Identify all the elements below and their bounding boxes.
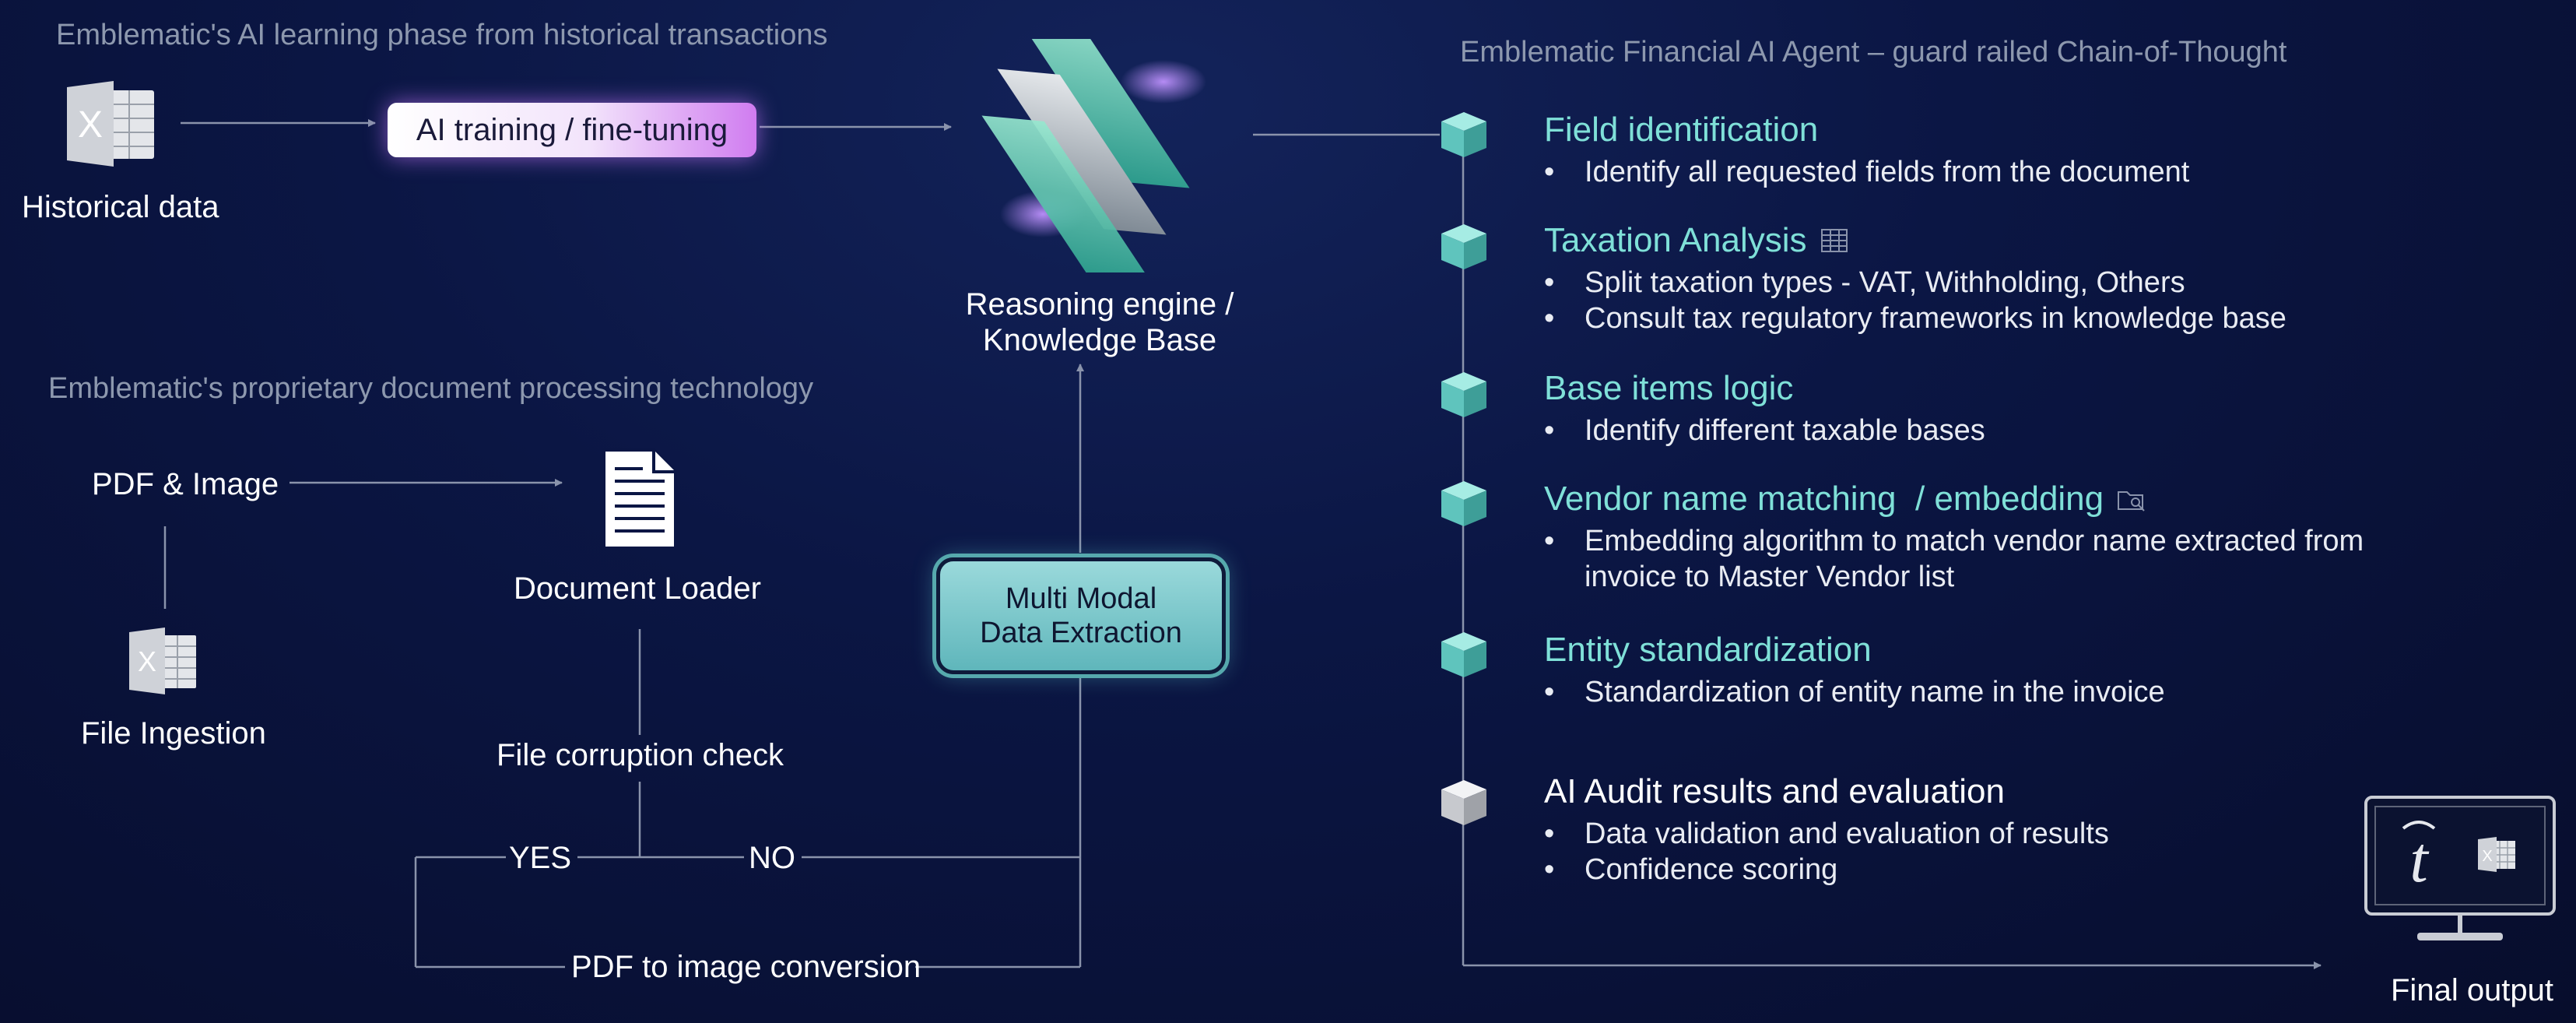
step-bullet: Data validation and evaluation of result… [1544, 816, 2441, 852]
cube-icon-step-4 [1441, 481, 1486, 526]
learning-section-title: Emblematic's AI learning phase from hist… [56, 19, 828, 51]
svg-text:t: t [2409, 824, 2430, 896]
step-bullet: Identify different taxable bases [1544, 413, 2441, 448]
agent-step-1: Field identification Identify all reques… [1544, 111, 2441, 190]
yes-label: YES [509, 841, 572, 875]
multimodal-extraction-box[interactable]: Multi Modal Data Extraction [936, 557, 1226, 674]
historical-data-label: Historical data [22, 190, 219, 224]
monitor-icon: t X [2364, 796, 2556, 940]
agent-step-3: Base items logic Identify different taxa… [1544, 369, 2441, 448]
ai-training-label: AI training / fine-tuning [416, 112, 728, 147]
file-ingestion-label: File Ingestion [81, 716, 266, 751]
step-bullet: Identify all requested fields from the d… [1544, 154, 2441, 190]
agent-section-title: Emblematic Financial AI Agent – guard ra… [1460, 36, 2287, 69]
cube-icon-step-2 [1441, 224, 1486, 269]
step-bullet: Split taxation types - VAT, Withholding,… [1544, 265, 2441, 301]
corruption-check-label: File corruption check [497, 738, 784, 772]
table-icon [1820, 229, 1848, 252]
step-title: Base items logic [1544, 369, 1794, 407]
agent-step-2: Taxation Analysis Split taxation types -… [1544, 221, 2441, 336]
step-title: Entity standardization [1544, 631, 1872, 669]
svg-text:X: X [138, 645, 156, 677]
final-output-label: Final output [2391, 973, 2554, 1007]
reasoning-label-line2: Knowledge Base [982, 323, 1217, 357]
file-ingestion-excel-icon: X [129, 628, 196, 694]
reasoning-label-line1: Reasoning engine / [965, 287, 1234, 322]
step-title: AI Audit results and evaluation [1544, 772, 2005, 810]
cube-icon-step-6 [1441, 780, 1486, 825]
pdf-conversion-label: PDF to image conversion [571, 950, 921, 984]
document-loader-label: Document Loader [514, 571, 761, 606]
step-title: Field identification [1544, 111, 1819, 149]
step-bullet: Embedding algorithm to match vendor name… [1544, 523, 2386, 595]
multimodal-line2: Data Extraction [980, 617, 1182, 649]
excel-icon: X [67, 81, 154, 167]
cube-icon-step-1 [1441, 112, 1486, 157]
step-bullet: Consult tax regulatory frameworks in kno… [1544, 301, 2441, 336]
reasoning-engine-icon [981, 39, 1206, 272]
reasoning-engine-label: Reasoning engine / Knowledge Base [956, 287, 1244, 358]
folder-search-icon [2118, 491, 2145, 512]
document-icon [602, 448, 677, 550]
multimodal-line1: Multi Modal [1005, 582, 1157, 615]
step-bullet: Confidence scoring [1544, 852, 2441, 888]
processing-section-title: Emblematic's proprietary document proces… [48, 372, 814, 405]
step-bullet: Standardization of entity name in the in… [1544, 674, 2441, 710]
svg-text:X: X [78, 104, 103, 146]
agent-step-5: Entity standardization Standardization o… [1544, 631, 2441, 710]
svg-text:X: X [2482, 848, 2492, 865]
agent-step-6: AI Audit results and evaluation Data val… [1544, 772, 2441, 888]
cube-icon-step-3 [1441, 372, 1486, 417]
cube-icon-step-5 [1441, 632, 1486, 677]
agent-step-4: Vendor name matching / embedding Embeddi… [1544, 480, 2386, 595]
step-title: Taxation Analysis [1544, 221, 1807, 259]
no-label: NO [749, 841, 795, 875]
ai-training-button[interactable]: AI training / fine-tuning [388, 103, 756, 157]
pdf-image-label: PDF & Image [92, 467, 279, 501]
step-title: Vendor name matching / embedding [1544, 480, 2104, 518]
